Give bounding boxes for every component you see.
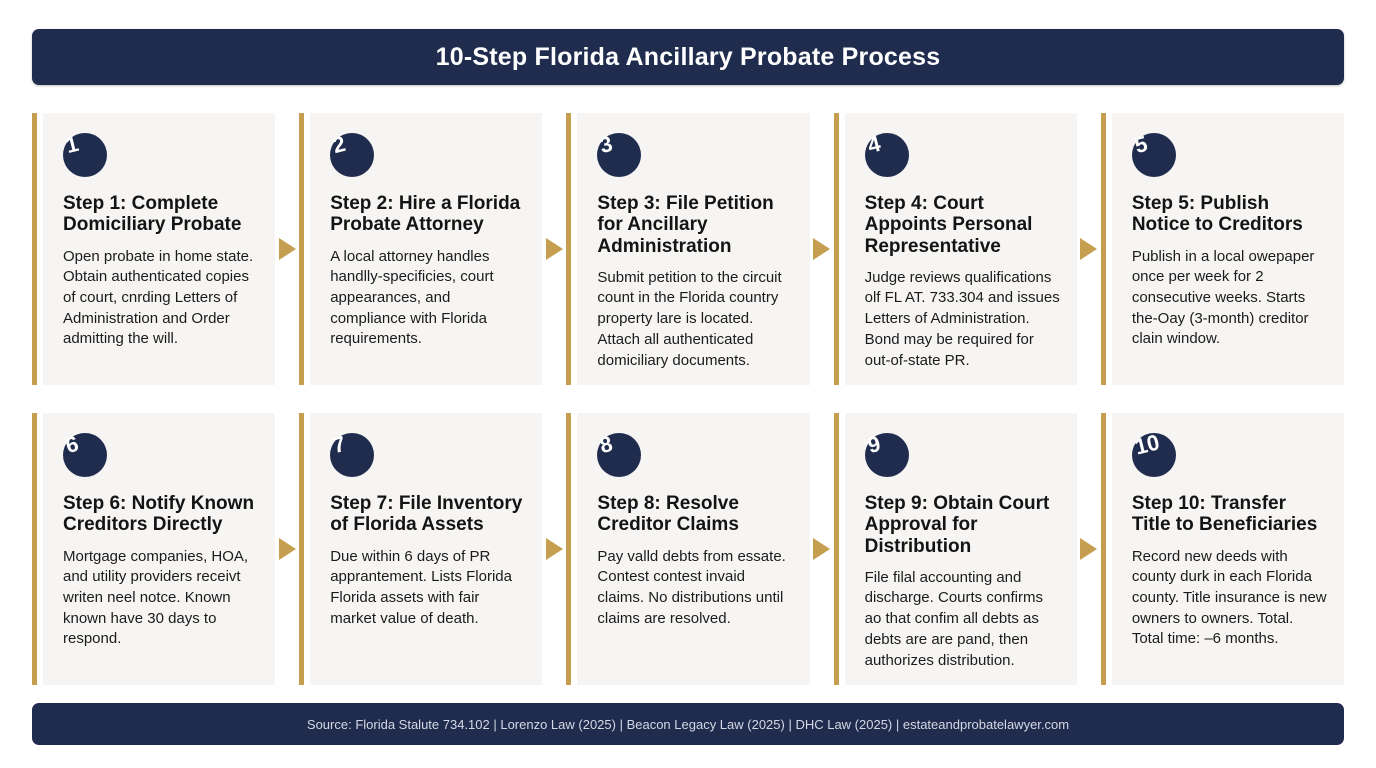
step-card-10: 10 Step 10: Transfer Title to Beneficiar… (1100, 413, 1345, 685)
step-description: Open probate in home state. Obtain authe… (63, 247, 254, 348)
step-card-content: 6 Step 6: Notify Known Creditors Directl… (43, 413, 276, 685)
gold-accent-bar (32, 413, 37, 685)
step-number-badge: 3 (597, 130, 642, 177)
step-number: 2 (330, 130, 349, 159)
step-card-7: 7 Step 7: File Inventory of Florida Asse… (299, 413, 543, 685)
step-number-badge: 2 (330, 130, 375, 177)
step-title: Step 9: Obtain Court Approval for Distri… (864, 493, 1050, 557)
step-card-content: 7 Step 7: File Inventory of Florida Asse… (310, 413, 543, 685)
arrow-right-icon (545, 538, 563, 560)
step-number-badge: 4 (864, 130, 909, 177)
arrow-right-icon (813, 238, 831, 260)
step-card-content: 8 Step 8: Resolve Creditor Claims Pay va… (577, 413, 810, 685)
step-title: Step 1: Complete Domiciliary Probate (63, 193, 242, 236)
gold-accent-bar (299, 413, 305, 685)
step-description: Submit petition to the circuit count in … (597, 268, 782, 369)
step-card-content: 9 Step 9: Obtain Court Approval for Dist… (844, 413, 1077, 685)
step-number: 5 (1131, 130, 1150, 159)
gold-accent-bar (566, 113, 572, 385)
gold-accent-bar (1100, 413, 1106, 685)
arrow-right-icon (1080, 538, 1098, 560)
step-number: 3 (597, 130, 616, 159)
step-card-content: 5 Step 5: Publish Notice to Creditors Pu… (1111, 113, 1345, 385)
source-citation: Source: Florida Stalute 734.102 | Lorenz… (306, 716, 1070, 732)
connector (810, 413, 834, 685)
step-description: Mortgage companies, HOA, and utility pro… (63, 547, 249, 648)
step-number: 1 (63, 130, 81, 159)
arrow-right-icon (1080, 238, 1098, 260)
header-banner: 10-Step Florida Ancillary Probate Proces… (32, 29, 1344, 85)
step-card-6: 6 Step 6: Notify Known Creditors Directl… (32, 413, 276, 685)
step-description: Publish in a local owepaper once per wee… (1131, 247, 1315, 348)
step-description: Due within 6 days of PR apprantement. Li… (330, 547, 512, 627)
step-title: Step 2: Hire a Florida Probate Attorney (330, 193, 521, 236)
step-description: Pay valld debts from essate. Contest con… (597, 547, 786, 627)
step-number-badge: 10 (1131, 429, 1176, 477)
step-card-5: 5 Step 5: Publish Notice to Creditors Pu… (1100, 113, 1345, 385)
gold-accent-bar (833, 413, 839, 685)
gold-accent-bar (833, 113, 839, 385)
arrow-right-icon (545, 238, 563, 260)
connector (810, 113, 834, 385)
step-title: Step 8: Resolve Creditor Claims (597, 493, 739, 536)
step-description: Record new deeds with county durk in eac… (1131, 547, 1327, 648)
step-number: 7 (330, 430, 349, 459)
footer-banner: Source: Florida Stalute 734.102 | Lorenz… (32, 703, 1344, 745)
step-number-badge: 8 (597, 430, 642, 477)
step-title: Step 7: File Inventory of Florida Assets (330, 493, 523, 536)
step-number-badge: 6 (63, 430, 107, 477)
gold-accent-bar (299, 113, 305, 385)
step-card-content: 1 Step 1: Complete Domiciliary Probate O… (43, 113, 276, 385)
step-card-content: 4 Step 4: Court Appoints Personal Repres… (844, 113, 1077, 385)
gold-accent-bar (1100, 113, 1106, 385)
connector (275, 113, 299, 385)
step-number: 6 (63, 430, 81, 459)
connector (542, 113, 566, 385)
step-number-badge: 9 (864, 430, 909, 477)
step-card-2: 2 Step 2: Hire a Florida Probate Attorne… (299, 113, 543, 385)
step-number-badge: 5 (1131, 130, 1176, 177)
step-description: A local attorney handles handlly-specifi… (330, 247, 494, 348)
step-card-3: 3 Step 3: File Petition for Ancillary Ad… (566, 113, 810, 385)
step-description: Judge reviews qualifications olf FL AT. … (864, 268, 1060, 369)
step-title: Step 5: Publish Notice to Creditors (1131, 193, 1303, 236)
step-description: File filal accounting and discharge. Cou… (864, 568, 1044, 669)
page-title: 10-Step Florida Ancillary Probate Proces… (435, 42, 941, 71)
process-row-2: 6 Step 6: Notify Known Creditors Directl… (32, 413, 1345, 685)
step-card-8: 8 Step 8: Resolve Creditor Claims Pay va… (566, 413, 810, 685)
step-number: 10 (1132, 429, 1162, 460)
connector (1077, 113, 1101, 385)
step-card-9: 9 Step 9: Obtain Court Approval for Dist… (833, 413, 1077, 685)
arrow-right-icon (278, 238, 296, 260)
step-title: Step 10: Transfer Title to Beneficiaries (1131, 493, 1318, 536)
process-row-1: 1 Step 1: Complete Domiciliary Probate O… (32, 113, 1345, 385)
step-title: Step 3: File Petition for Ancillary Admi… (597, 193, 774, 257)
step-card-4: 4 Step 4: Court Appoints Personal Repres… (833, 113, 1077, 385)
step-number: 9 (864, 430, 883, 459)
step-number: 8 (597, 430, 616, 459)
connector (275, 413, 299, 685)
step-number: 4 (864, 130, 883, 159)
step-number-badge: 7 (330, 430, 375, 477)
step-card-content: 2 Step 2: Hire a Florida Probate Attorne… (310, 113, 543, 385)
connector (1077, 413, 1101, 685)
gold-accent-bar (32, 113, 37, 385)
step-title: Step 4: Court Appoints Personal Represen… (864, 193, 1033, 257)
step-card-content: 10 Step 10: Transfer Title to Beneficiar… (1111, 413, 1345, 685)
arrow-right-icon (813, 538, 831, 560)
step-number-badge: 1 (63, 130, 107, 177)
arrow-right-icon (278, 538, 296, 560)
gold-accent-bar (566, 413, 572, 685)
step-card-content: 3 Step 3: File Petition for Ancillary Ad… (577, 113, 810, 385)
step-title: Step 6: Notify Known Creditors Directly (63, 493, 255, 536)
connector (542, 413, 566, 685)
step-card-1: 1 Step 1: Complete Domiciliary Probate O… (32, 113, 276, 385)
